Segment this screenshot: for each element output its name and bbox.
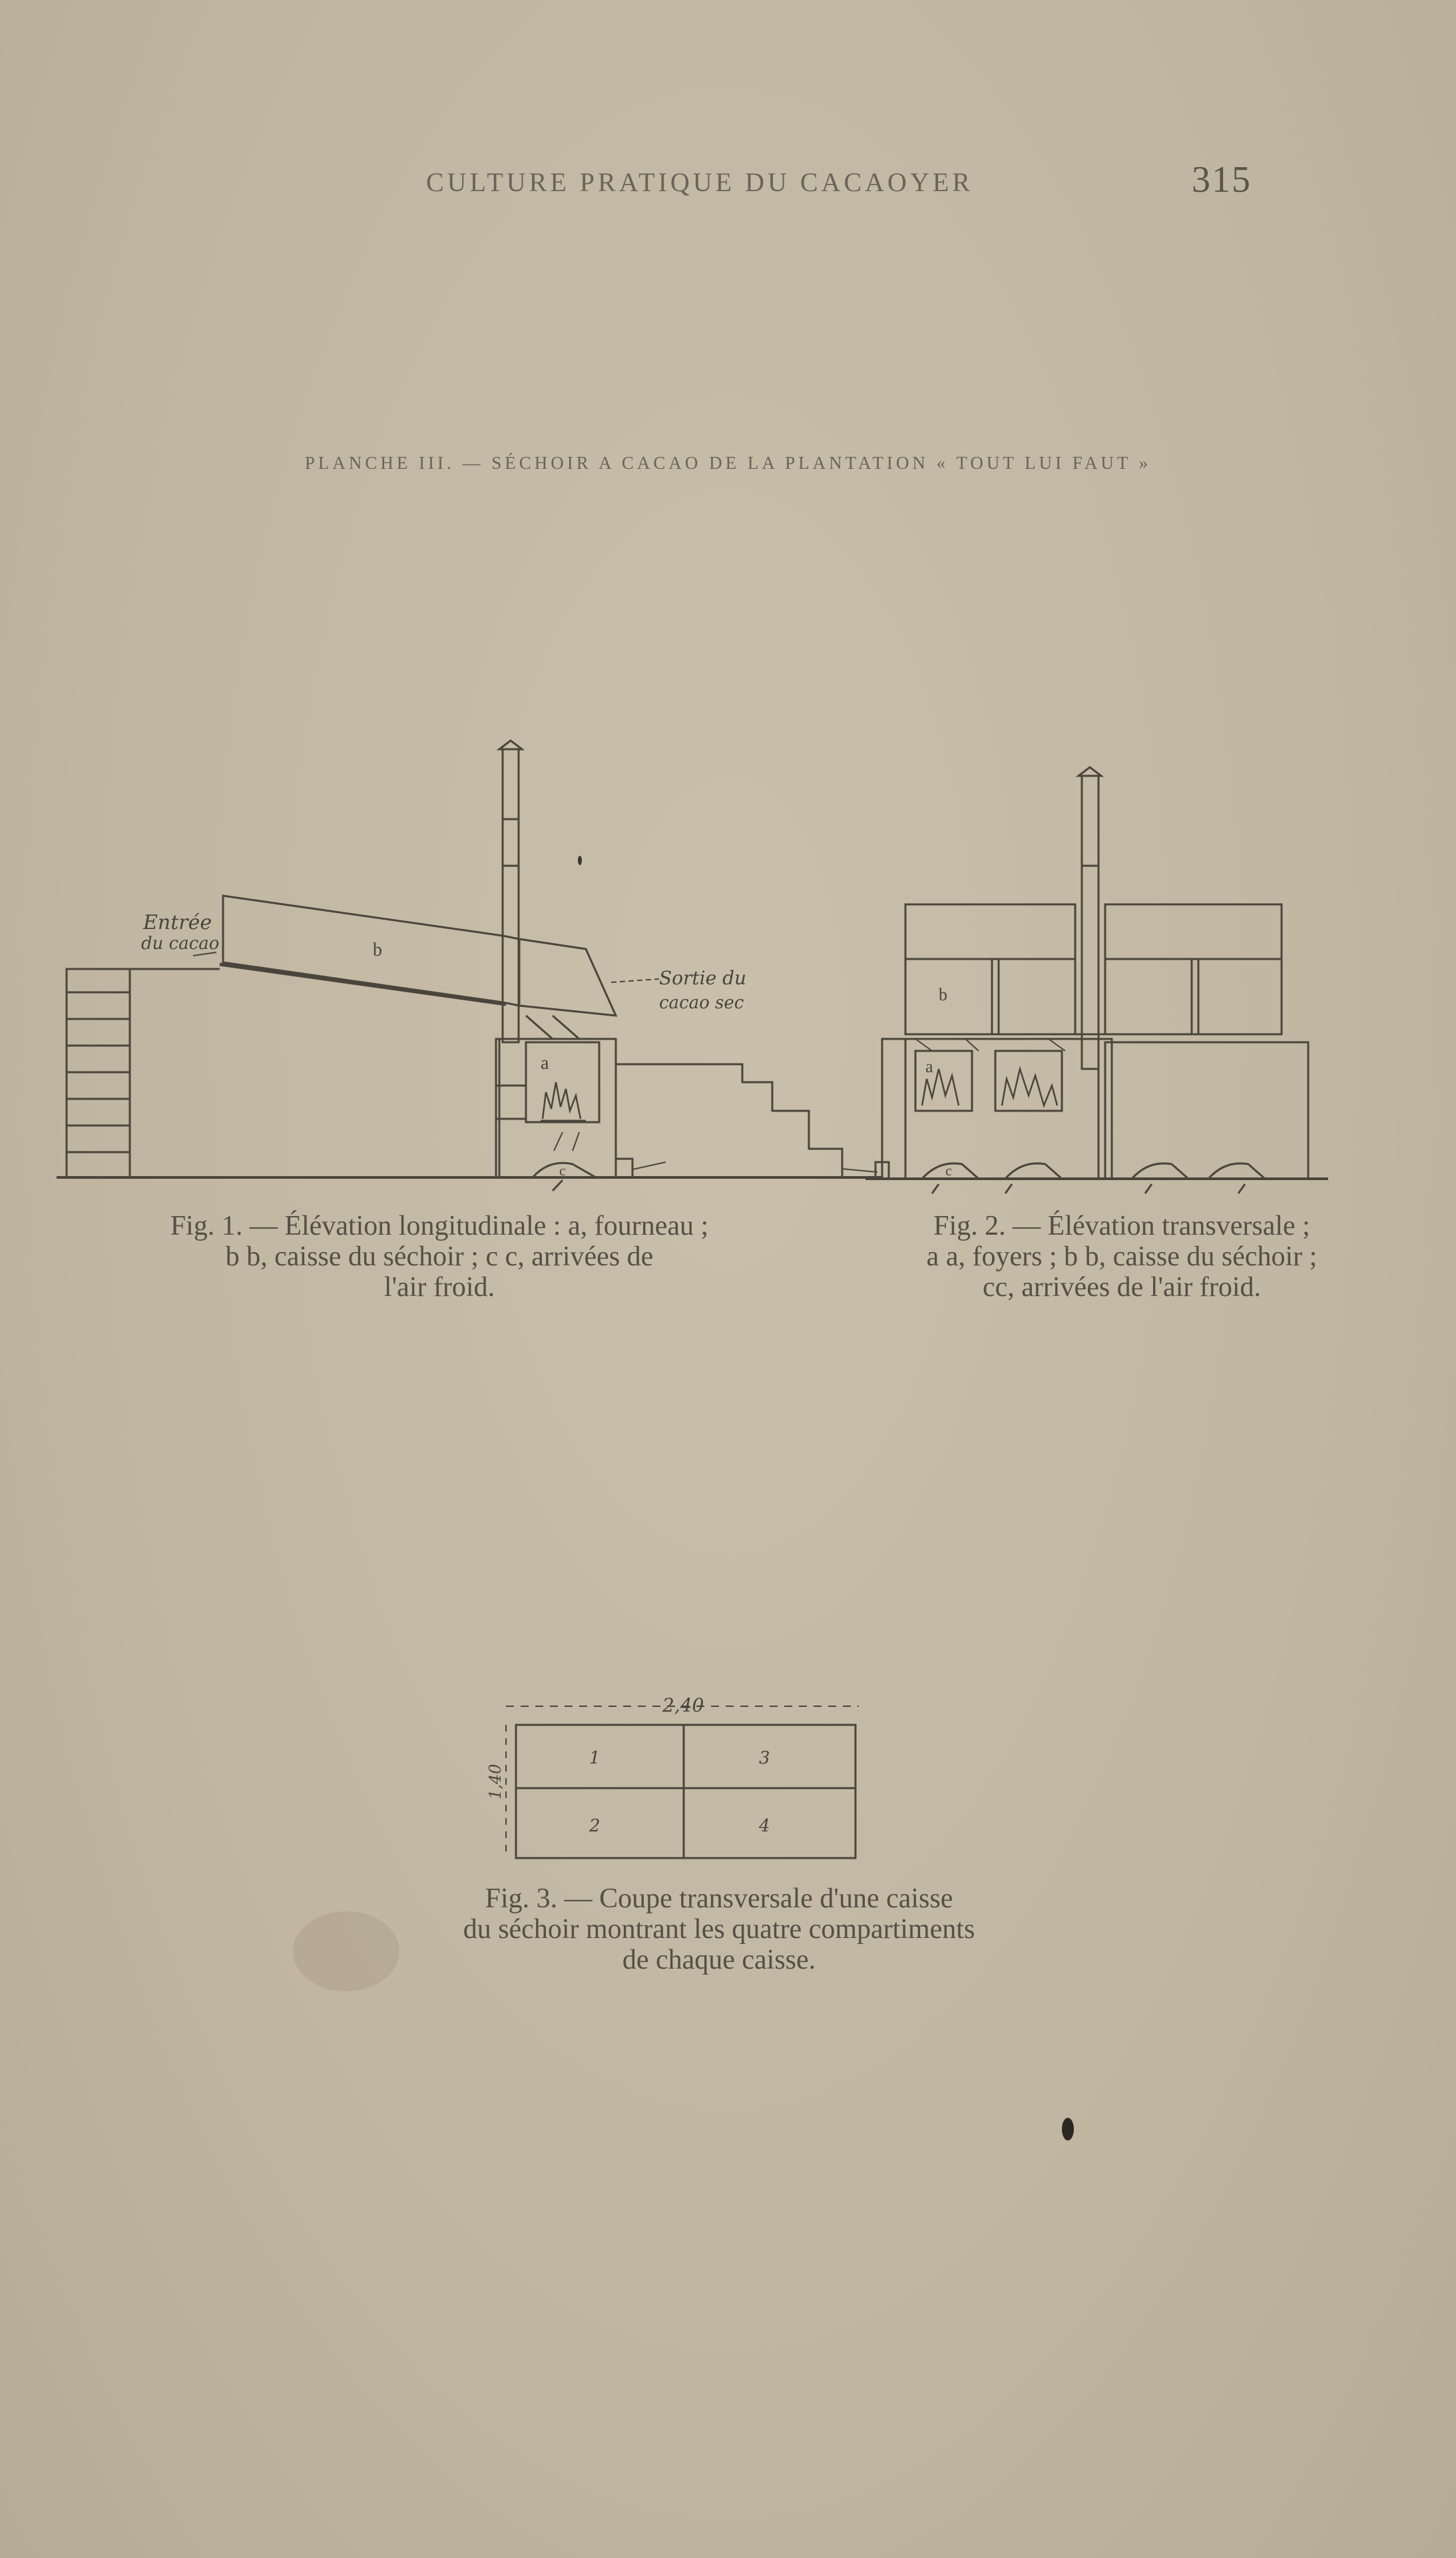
fig2-letter-b: b xyxy=(939,985,947,1004)
fig1-letter-c: c xyxy=(559,1162,566,1179)
fig3-caption: Fig. 3. — Coupe transversale d'une caiss… xyxy=(286,1883,1152,1975)
fig3-caption-line3: de chaque caisse. xyxy=(622,1945,816,1975)
fig3-height-label: 1,40 xyxy=(486,1764,505,1799)
paper-stain xyxy=(1062,2118,1074,2140)
fig2-caption-line3: cc, arrivées de l'air froid. xyxy=(982,1272,1261,1303)
fig1-drawing xyxy=(57,739,882,1192)
fig1-caption-line3: l'air froid. xyxy=(383,1272,495,1303)
paper-stain xyxy=(578,856,582,865)
fig1-caption-line1: Fig. 1. — Élévation longitudinale : a, f… xyxy=(170,1211,709,1241)
page-number: 315 xyxy=(1192,159,1252,200)
fig1-letter-b: b xyxy=(373,940,382,960)
fig3-caption-line1: Fig. 3. — Coupe transversale d'une caiss… xyxy=(485,1883,953,1914)
fig1-letter-a: a xyxy=(541,1053,549,1074)
fig3-compartment-3: 3 xyxy=(759,1748,770,1768)
fig1-label-entree-2: du cacao xyxy=(141,934,219,954)
fig3-drawing xyxy=(505,1706,859,1859)
fig1-label-sortie-2: cacao sec xyxy=(659,993,744,1013)
fig1-caption: Fig. 1. — Élévation longitudinale : a, f… xyxy=(73,1211,806,1303)
fig2-drawing xyxy=(865,766,1328,1194)
running-head: CULTURE PRATIQUE DU CACAOYER xyxy=(426,167,973,197)
fig3-compartment-2: 2 xyxy=(589,1816,601,1836)
fig1-caption-line2: b b, caisse du séchoir ; c c, arrivées d… xyxy=(225,1241,654,1272)
fig2-caption-line2: a a, foyers ; b b, caisse du séchoir ; xyxy=(926,1241,1318,1272)
fig2-letter-c: c xyxy=(945,1162,952,1179)
paper-stain xyxy=(293,1911,399,1991)
fig3-caption-line2: du séchoir montrant les quatre compartim… xyxy=(463,1914,975,1945)
fig2-caption-line1: Fig. 2. — Élévation transversale ; xyxy=(933,1211,1310,1241)
fig3-compartment-1: 1 xyxy=(589,1748,601,1768)
plate-title: PLANCHE III. — SÉCHOIR A CACAO DE LA PLA… xyxy=(304,453,1152,473)
fig2-caption: Fig. 2. — Élévation transversale ; a a, … xyxy=(829,1211,1415,1303)
fig2-letter-a: a xyxy=(925,1057,933,1076)
fig1-label-entree-1: Entrée xyxy=(142,911,212,934)
fig1-label-sortie-1: Sortie du xyxy=(659,967,746,989)
fig3-compartment-4: 4 xyxy=(758,1816,770,1836)
fig3-width-label: 2,40 xyxy=(662,1694,704,1716)
